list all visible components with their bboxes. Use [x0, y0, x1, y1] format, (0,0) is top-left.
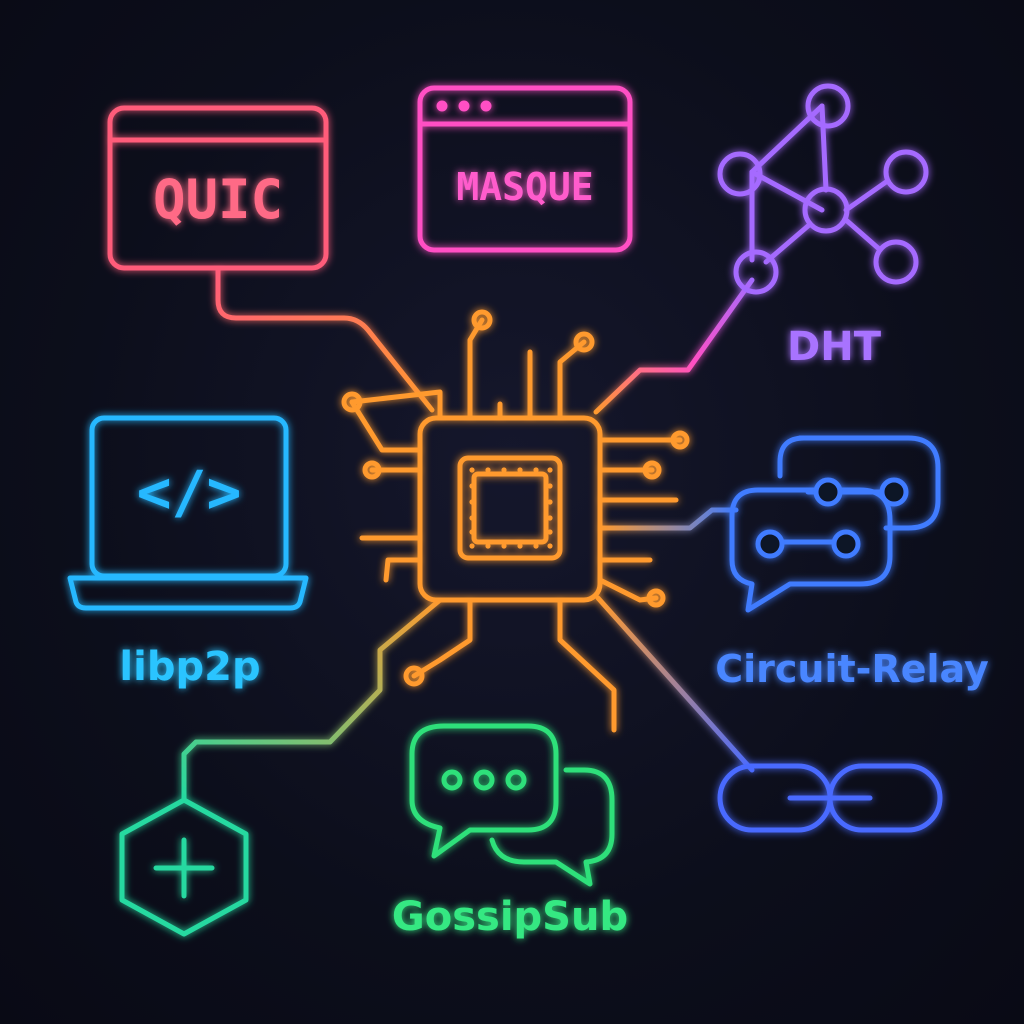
- trace-quic: [215, 265, 435, 413]
- gossip-chat-dots-icon: [409, 723, 615, 887]
- libp2p-laptop-code-icon: [67, 415, 309, 611]
- trace-relay: [597, 507, 739, 531]
- dht-graph-icon: [717, 83, 929, 295]
- relay-chat-bubbles-icon: [729, 435, 941, 613]
- code-glyph: </>: [137, 458, 242, 526]
- libp2p-label: libp2p: [119, 644, 260, 690]
- trace-plus: [181, 597, 443, 803]
- dht-label: DHT: [787, 324, 882, 370]
- relay-label: Circuit-Relay: [715, 647, 989, 691]
- chip-core: [471, 471, 549, 545]
- chip-dot-ring: [469, 467, 553, 549]
- hexagon-plus-icon: [119, 797, 249, 937]
- quic-label: QUIC: [153, 168, 283, 231]
- gossip-label: GossipSub: [392, 894, 628, 940]
- masque-window-icon: [417, 85, 633, 253]
- masque-label: MASQUE: [456, 165, 593, 209]
- trace-dht: [593, 277, 755, 415]
- chip-pin-terminals: [341, 309, 690, 687]
- trace-link: [595, 595, 755, 773]
- quic-window-icon: [107, 105, 329, 271]
- chain-link-icon: [717, 763, 943, 833]
